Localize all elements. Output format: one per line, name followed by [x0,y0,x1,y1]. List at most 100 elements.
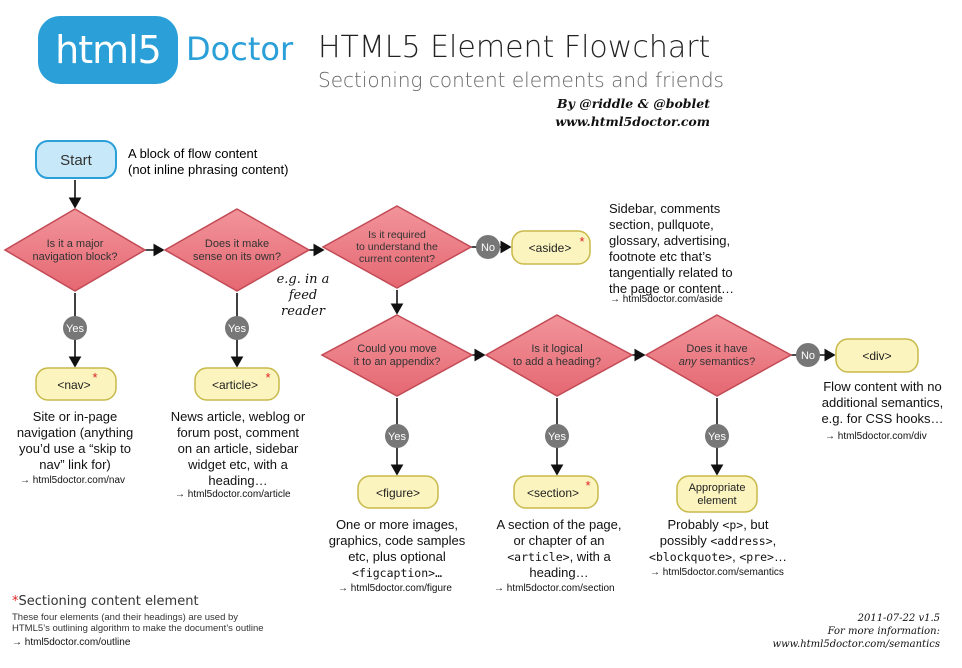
desc-div-line: additional semantics, [821,395,944,410]
html5-logo-badge: html5 [38,16,178,84]
start-note-line1: A block of flow content [128,146,258,161]
decision-section-line2: to add a heading? [513,356,601,368]
desc-div: Flow content with no additional semantic… [810,379,955,427]
desc-article-line: widget etc, with a [188,457,288,472]
article-note-line1: e.g. in a [276,272,330,287]
desc-nav: Site or in-page navigation (anything you… [8,409,142,473]
desc-aside-line: section, pullquote, [609,217,714,232]
element-div [835,338,919,373]
start-node: Start [35,140,117,179]
article-note: e.g. in a feed reader [270,272,336,320]
decision-article-line2: sense on its own? [193,251,281,263]
page-subtitle: Sectioning content elements and friends [318,68,724,92]
desc-aside-line: Sidebar, comments [609,201,721,216]
decision-aside-line1: Is it required [368,229,426,241]
element-figure-label: <figure> [376,486,420,500]
element-aside-star: * [579,234,584,249]
page-title: HTML5 Element Flowchart [318,30,711,65]
desc-semantics-code: <p> [722,518,744,532]
element-article-star: * [265,370,270,385]
desc-semantics-code: <address> [710,534,773,548]
element-nav-star: * [92,370,97,385]
desc-semantics: Probably <p>, but possibly <address>, <b… [642,517,794,565]
element-aside-label: <aside> [529,241,572,255]
element-section-star: * [585,478,590,493]
desc-nav-line: Site or in-page [32,409,118,424]
element-div-label: <div> [862,349,891,363]
decision-div: Does it have any semantics? [644,314,793,397]
desc-aside: Sidebar, comments section, pullquote, gl… [609,201,769,297]
decision-nav-line1: Is it a major [47,238,104,250]
desc-section-line: A section of the page, [496,517,622,532]
desc-nav-line: nav” link for) [39,457,111,472]
footer-version: 2011-07-22 v1.5 [857,613,940,624]
link-div[interactable]: → html5doctor.com/div [825,431,927,442]
start-label: Start [60,152,93,169]
answer-yes-article [225,316,249,340]
element-section-label: <section> [527,486,579,500]
desc-figure-line: One or more images, [335,517,459,532]
answer-no-aside [476,235,500,259]
element-aside [511,230,591,265]
desc-semantics-code: <blockquote> [649,550,733,564]
link-aside[interactable]: → html5doctor.com/aside [610,294,723,305]
legend-title-text: Sectioning content element [18,594,199,609]
decision-aside: Is it required to understand the current… [321,205,473,289]
decision-nav-line2: navigation block? [32,251,117,263]
footer-url[interactable]: www.html5doctor.com/semantics [772,639,940,650]
legend-text-line: These four elements (and their headings)… [12,612,239,623]
footer-more: For more information: [827,626,940,637]
desc-semantics-line: possibly <address>, [642,533,794,549]
answer-yes-figure [385,424,409,448]
desc-figure: One or more images, graphics, code sampl… [322,517,472,581]
desc-section-code: <article> [507,550,570,564]
element-section [513,475,599,509]
desc-semantics-text: … [773,549,787,564]
decision-section-line1: Is it logical [531,343,582,355]
desc-figure-code: <figcaption>… [351,566,442,580]
answer-no-div [796,343,820,367]
credit-site: www.html5doctor.com [555,114,710,129]
link-section[interactable]: → html5doctor.com/section [494,583,615,594]
desc-article-line: on an article, sidebar [177,441,299,456]
decision-aside-line2: to understand the [356,241,438,253]
link-nav[interactable]: → html5doctor.com/nav [20,475,126,486]
desc-semantics-text: , but [743,517,769,532]
desc-nav-line: you’d use a “skip to [18,441,131,456]
link-semantics[interactable]: → html5doctor.com/semantics [650,567,784,578]
element-nav [35,367,117,401]
decision-nav: Is it a major navigation block? [3,208,147,292]
link-article[interactable]: → html5doctor.com/article [175,489,291,500]
desc-semantics-line: <blockquote>, <pre>… [642,549,794,565]
desc-div-line: Flow content with no [823,379,942,394]
element-article-label: <article> [212,378,258,392]
answer-yes-article-label: Yes [228,323,246,335]
answer-yes-semantics [705,424,729,448]
desc-aside-line: glossary, advertising, [609,233,731,248]
desc-section-line: or chapter of an [513,533,605,548]
decision-section: Is it logical to add a heading? [484,314,634,397]
desc-figure-line: etc, plus optional [348,549,446,564]
answer-yes-nav [63,316,87,340]
decision-figure: Could you move it to an appendix? [320,314,474,397]
legend-star: * [12,594,19,609]
desc-section-line: <article>, with a [484,549,634,565]
desc-aside-line: the page or content… [609,281,735,296]
answer-no-aside-label: No [481,242,495,254]
element-article [194,367,280,401]
element-appropriate-line2: element [697,495,736,507]
doctor-logo-word: Doctor [186,30,294,68]
desc-section-line: heading… [529,565,589,580]
article-note-line2: feed reader [281,288,325,319]
link-figure[interactable]: → html5doctor.com/figure [338,583,452,594]
link-outline[interactable]: → html5doctor.com/outline [12,637,131,648]
decision-figure-line2: it to an appendix? [354,356,441,368]
decision-aside-line3: current content? [359,253,435,265]
legend-title: *Sectioning content element [12,594,199,609]
decision-article-line1: Does it make [205,238,269,250]
answer-no-div-label: No [801,350,815,362]
desc-aside-line: tangentially related to [609,265,733,280]
desc-figure-line: graphics, code samples [328,533,466,548]
decision-div-semantics: semantics? [697,356,756,368]
desc-semantics-text: , [772,533,777,548]
